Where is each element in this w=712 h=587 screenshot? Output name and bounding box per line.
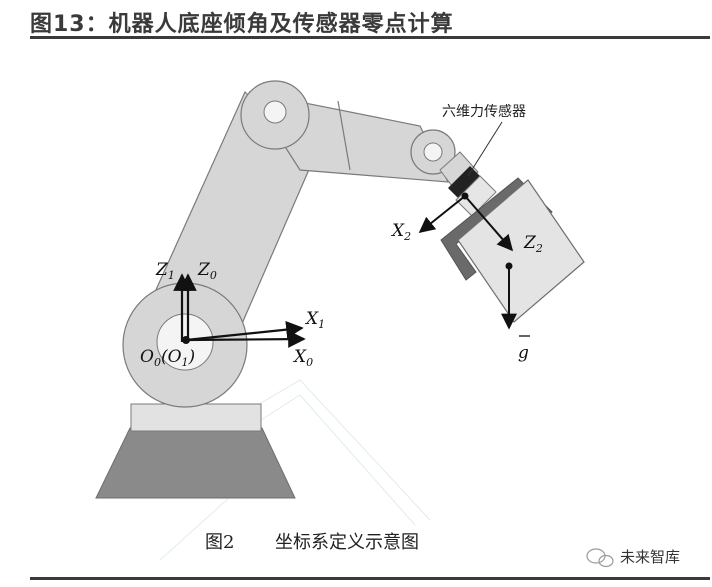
bottom-rule xyxy=(30,577,710,580)
wechat-icon xyxy=(586,548,614,568)
sensor-origin-point xyxy=(461,192,469,200)
watermark: 未来智库 xyxy=(586,548,680,568)
origin-point xyxy=(182,336,190,344)
base-frame xyxy=(173,273,306,348)
figure-title: 图13：机器人底座倾角及传感器零点计算 xyxy=(30,12,454,37)
sensor-leader-line xyxy=(467,121,503,177)
wrist-flange xyxy=(439,151,479,191)
caption-figure: 图2 xyxy=(205,532,234,553)
z1-label: Z1 xyxy=(155,260,175,282)
robot-base xyxy=(95,427,296,499)
wrist-hub xyxy=(423,142,443,162)
base-plate xyxy=(130,403,262,432)
x0-axis xyxy=(185,330,306,348)
payload-center-point xyxy=(505,262,513,270)
sensor-adapter xyxy=(455,175,497,217)
z0-label: Z0 xyxy=(197,260,217,282)
payload-block xyxy=(457,179,585,323)
z2-label: Z2 xyxy=(523,233,543,255)
x2-label: X2 xyxy=(390,221,411,243)
sensor-label: 六维力传感器 xyxy=(442,103,526,120)
force-sensor xyxy=(448,166,482,200)
end-frame xyxy=(418,195,517,330)
elbow-hub xyxy=(263,100,287,124)
x0-label: X0 xyxy=(292,347,313,369)
title-rule xyxy=(30,36,710,39)
upper-arm-seam xyxy=(337,100,351,171)
x2-axis xyxy=(418,195,466,233)
watermark-text: 未来智库 xyxy=(620,548,680,566)
z2-axis xyxy=(464,195,514,252)
gravity-label: g xyxy=(518,343,529,363)
x1-axis xyxy=(185,320,304,342)
origin-label: O0(O1) xyxy=(140,347,195,369)
caption-text: 坐标系定义示意图 xyxy=(275,532,419,553)
x1-label: X1 xyxy=(304,309,325,331)
